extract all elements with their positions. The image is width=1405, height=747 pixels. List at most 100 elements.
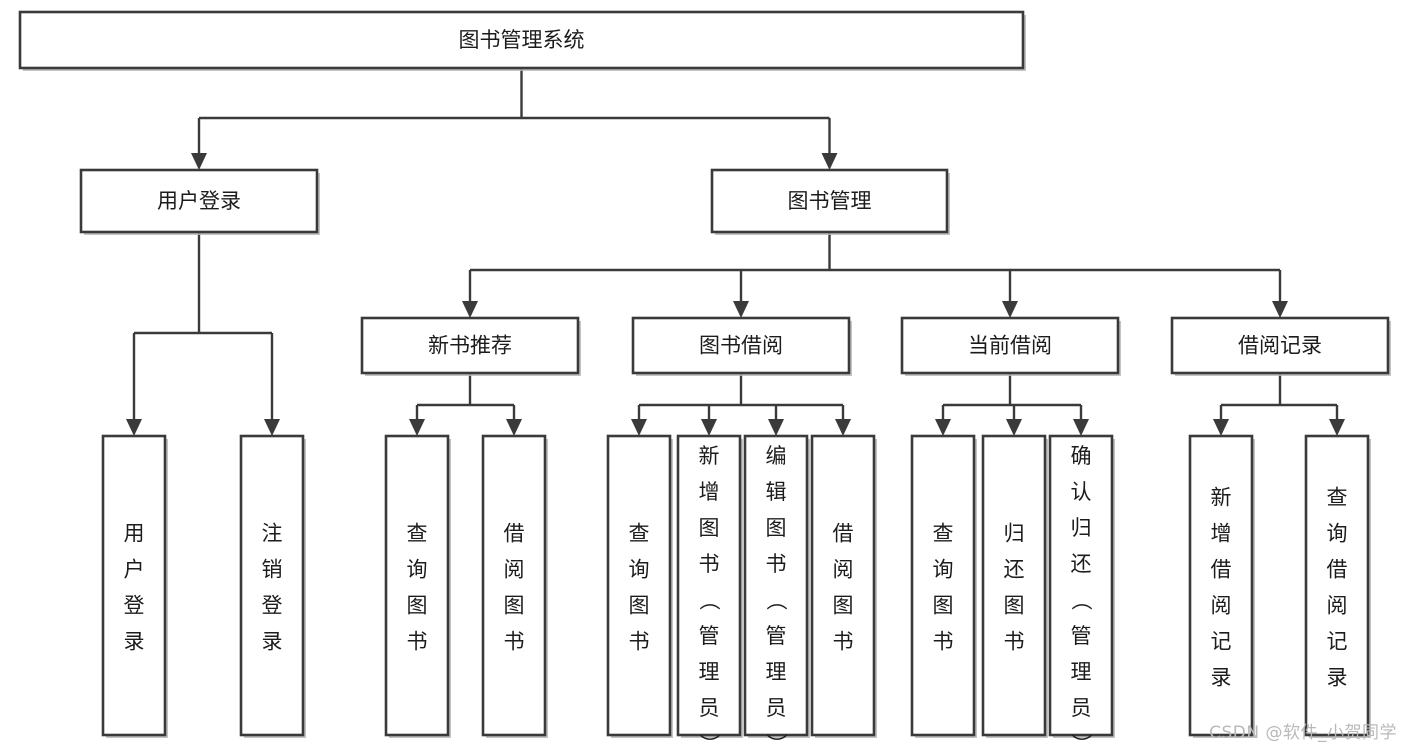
node-label-current-borrow: 当前借阅 (968, 334, 1052, 358)
svg-text:图: 图 (504, 594, 525, 618)
svg-text:图: 图 (1004, 594, 1025, 618)
node-leaf-edit-book[interactable] (743, 434, 809, 737)
svg-text:查: 查 (933, 522, 954, 546)
arrow-head (821, 153, 838, 170)
svg-text:销: 销 (262, 558, 283, 582)
svg-text:录: 录 (1327, 666, 1348, 690)
node-leaf-add-record[interactable] (1188, 434, 1254, 737)
svg-text:（: （ (1069, 590, 1093, 611)
svg-text:归: 归 (1004, 522, 1025, 546)
arrow-head (1272, 301, 1288, 318)
arrow-head (733, 301, 749, 318)
svg-text:书: 书 (766, 552, 787, 576)
svg-text:查: 查 (407, 522, 428, 546)
svg-text:书: 书 (699, 552, 720, 576)
node-label-borrow-record: 借阅记录 (1238, 334, 1322, 358)
svg-text:图: 图 (766, 516, 787, 540)
svg-text:新: 新 (699, 444, 720, 468)
svg-text:借: 借 (1327, 558, 1348, 582)
svg-text:增: 增 (1211, 522, 1232, 546)
arrow-head (935, 419, 951, 436)
svg-text:书: 书 (407, 630, 428, 654)
svg-text:（: （ (697, 590, 721, 611)
svg-text:录: 录 (124, 630, 145, 654)
svg-text:登: 登 (262, 594, 283, 618)
svg-text:登: 登 (124, 594, 145, 618)
arrow-head (506, 419, 522, 436)
svg-text:录: 录 (1211, 666, 1232, 690)
node-leaf-query-book-3[interactable] (910, 434, 976, 737)
svg-text:还: 还 (1004, 558, 1025, 582)
svg-text:借: 借 (1211, 558, 1232, 582)
node-book-borrow[interactable] (631, 316, 851, 375)
svg-text:询: 询 (933, 558, 954, 582)
node-leaf-return-book[interactable] (981, 434, 1047, 737)
node-leaf-query-record[interactable] (1304, 434, 1370, 737)
svg-text:书: 书 (504, 630, 525, 654)
svg-text:书: 书 (833, 630, 854, 654)
node-current-borrow[interactable] (900, 316, 1120, 375)
svg-text:管: 管 (699, 624, 720, 648)
arrow-head (1073, 419, 1089, 436)
svg-text:理: 理 (766, 660, 787, 684)
node-leaf-borrow-book-1[interactable] (481, 434, 547, 737)
svg-text:管: 管 (766, 624, 787, 648)
node-new-book-rec[interactable] (360, 316, 580, 375)
svg-text:）: ） (1069, 734, 1093, 747)
svg-text:确: 确 (1071, 444, 1092, 468)
node-label-new-book-rec: 新书推荐 (428, 334, 512, 358)
svg-text:归: 归 (1071, 516, 1092, 540)
svg-text:记: 记 (1327, 630, 1348, 654)
arrow-head (1329, 419, 1345, 436)
svg-text:图: 图 (699, 516, 720, 540)
svg-text:辑: 辑 (766, 480, 787, 504)
arrow-head (191, 153, 207, 170)
arrow-head (1002, 301, 1018, 318)
arrow-head (768, 419, 784, 436)
svg-text:书: 书 (933, 630, 954, 654)
arrow-head (264, 419, 280, 436)
arrow-head (1006, 419, 1022, 436)
node-leaf-query-book-2[interactable] (606, 434, 672, 737)
svg-text:注: 注 (262, 522, 283, 546)
svg-text:图: 图 (933, 594, 954, 618)
arrow-head (631, 419, 647, 436)
node-leaf-user-login[interactable] (101, 434, 167, 737)
svg-text:借: 借 (833, 522, 854, 546)
svg-text:图: 图 (629, 594, 650, 618)
svg-text:阅: 阅 (504, 558, 525, 582)
svg-text:新: 新 (1211, 486, 1232, 510)
node-undefined[interactable] (18, 10, 1025, 70)
node-borrow-record[interactable] (1170, 316, 1390, 375)
svg-text:编: 编 (766, 444, 787, 468)
svg-text:阅: 阅 (1211, 594, 1232, 618)
node-book-manage[interactable] (710, 168, 949, 234)
svg-text:阅: 阅 (833, 558, 854, 582)
arrow-head (1213, 419, 1229, 436)
svg-text:询: 询 (1327, 522, 1348, 546)
node-leaf-user-logout[interactable] (239, 434, 305, 737)
svg-text:）: ） (764, 734, 788, 747)
svg-text:记: 记 (1211, 630, 1232, 654)
svg-text:还: 还 (1071, 552, 1092, 576)
svg-text:（: （ (764, 590, 788, 611)
node-leaf-add-book[interactable] (676, 434, 742, 737)
node-leaf-confirm-return[interactable] (1048, 434, 1114, 737)
node-leaf-borrow-book-2[interactable] (810, 434, 876, 737)
svg-text:员: 员 (699, 696, 720, 720)
node-leaf-query-book-1[interactable] (384, 434, 450, 737)
svg-text:管: 管 (1071, 624, 1092, 648)
arrow-head (835, 419, 851, 436)
svg-text:查: 查 (1327, 486, 1348, 510)
node-label-undefined: 图书管理系统 (459, 28, 585, 52)
node-user-login[interactable] (79, 168, 319, 234)
